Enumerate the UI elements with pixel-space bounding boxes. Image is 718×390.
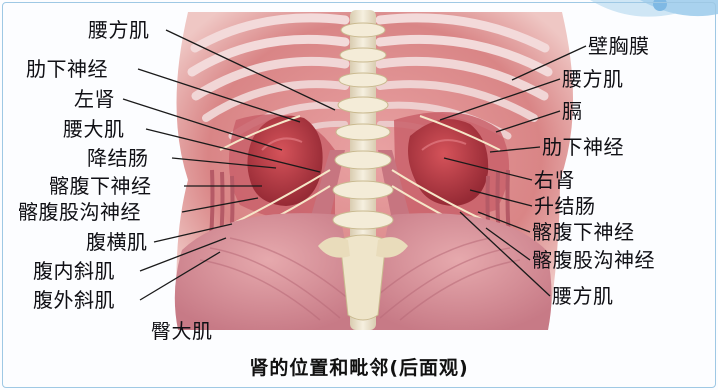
label-gluteus-maximus: 臀大肌 xyxy=(151,320,213,342)
label-iliohypogastric-nerve-left: 髂腹下神经 xyxy=(49,175,152,197)
label-transversus-abdominis: 腹横肌 xyxy=(86,231,148,253)
label-right-kidney: 右肾 xyxy=(534,169,575,191)
label-ilioinguinal-nerve-right: 髂腹股沟神经 xyxy=(532,249,655,271)
label-subcostal-nerve-right: 肋下神经 xyxy=(542,136,624,158)
label-quadratus-lumborum-right: 腰方肌 xyxy=(562,68,624,90)
label-quadratus-lumborum-left: 腰方肌 xyxy=(88,19,150,41)
label-internal-oblique: 腹内斜肌 xyxy=(33,260,115,282)
label-parietal-pleura: 壁胸膜 xyxy=(588,35,650,57)
corner-decoration xyxy=(590,0,718,17)
label-diaphragm: 膈 xyxy=(562,100,583,122)
label-quadratus-lumborum-lower: 腰方肌 xyxy=(552,285,614,307)
label-ilioinguinal-nerve-left: 髂腹股沟神经 xyxy=(18,201,141,223)
label-psoas-major: 腰大肌 xyxy=(63,118,125,140)
label-descending-colon: 降结肠 xyxy=(87,147,149,169)
figure-caption: 肾的位置和毗邻(后面观) xyxy=(0,353,718,380)
label-external-oblique: 腹外斜肌 xyxy=(33,289,115,311)
label-iliohypogastric-nerve-right: 髂腹下神经 xyxy=(532,221,635,243)
label-ascending-colon: 升结肠 xyxy=(534,195,596,217)
label-left-kidney: 左肾 xyxy=(74,88,115,110)
label-subcostal-nerve-left: 肋下神经 xyxy=(26,58,108,80)
